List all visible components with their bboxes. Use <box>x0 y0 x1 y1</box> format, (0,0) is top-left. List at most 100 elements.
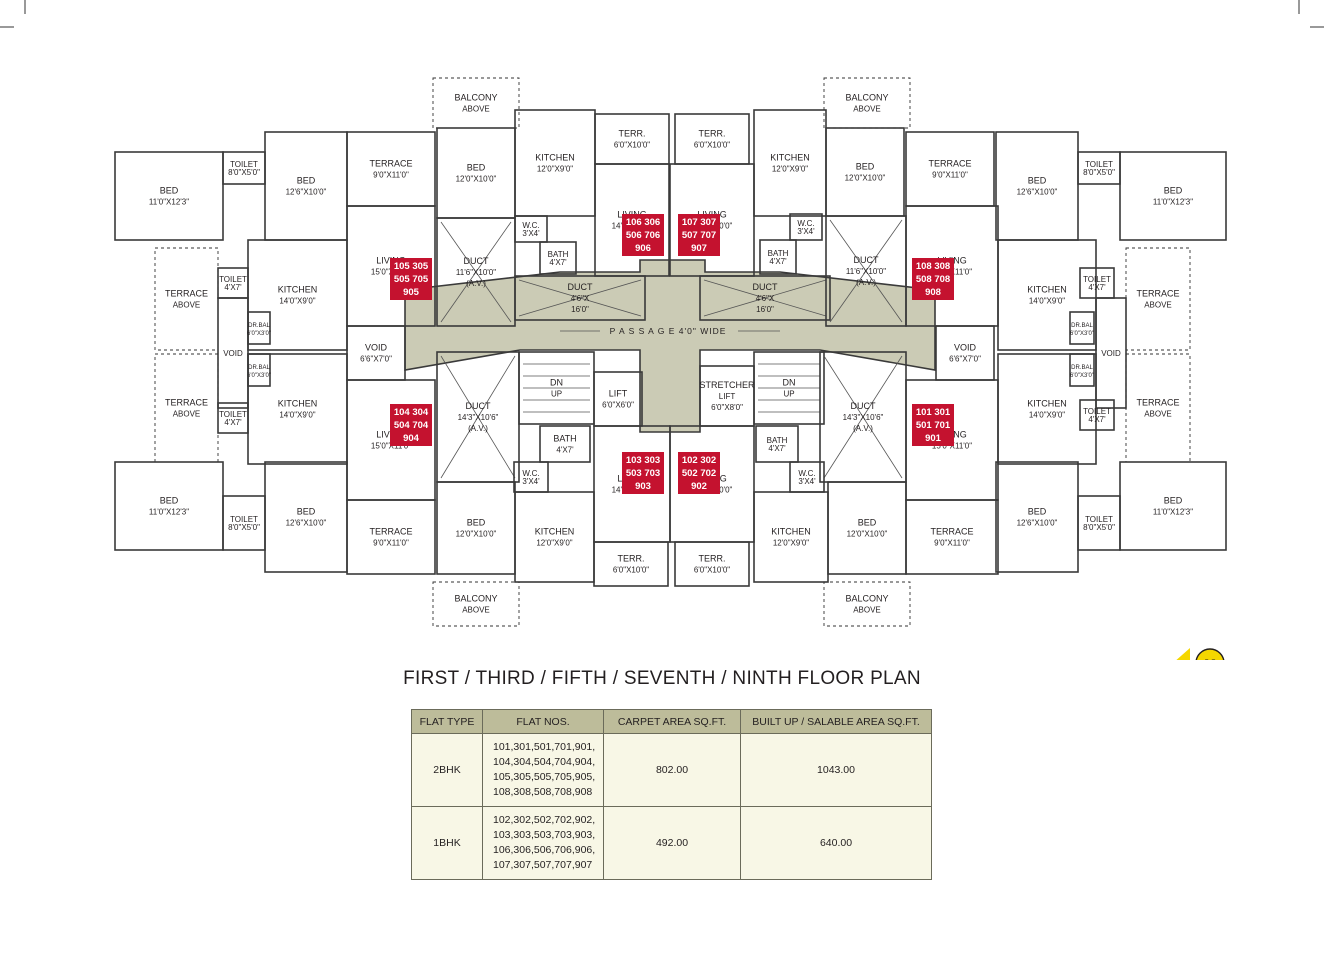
room-dimension: 14'0"X9'0" <box>279 411 315 420</box>
room-name: TERRACE <box>1136 398 1179 408</box>
room-dimension: 6'6"X7'0" <box>360 355 392 364</box>
room-shape <box>823 581 911 627</box>
room-dimension: 12'0"X9'0" <box>773 539 809 548</box>
flat-number-text: 505 705 <box>394 274 429 285</box>
flat-number-text: 507 707 <box>682 230 716 241</box>
room-shape <box>114 461 224 551</box>
flat-nos-line: 103,303,503,703,903, <box>493 829 596 841</box>
flat-badge-box <box>912 258 954 300</box>
room-name: DUCT <box>464 256 489 266</box>
room-dimension: 8'0"X5'0" <box>228 168 260 177</box>
room-dimension: ABOVE <box>173 410 201 419</box>
room-name: TERR. <box>699 554 726 564</box>
room-dimension: ABOVE <box>462 105 490 114</box>
room-dimension: 4'6"X <box>756 294 775 303</box>
room-terr-cr-top: TERR.6'0"X10'0" <box>674 113 750 165</box>
room-name: BED <box>297 507 316 517</box>
flat-type-cell: 1BHK <box>411 806 483 880</box>
room-dimension: 6'0"X10'0" <box>694 141 730 150</box>
room-name: TERRACE <box>928 159 971 169</box>
room-name: BED <box>297 176 316 186</box>
room-dimension: 12'0"X10'0" <box>456 530 497 539</box>
room-name: TOILET <box>1083 275 1111 284</box>
flat-badge-box <box>622 214 664 256</box>
room-dimension: 3'X4' <box>522 477 540 486</box>
room-shape <box>759 239 797 275</box>
passage-label: P A S S A G E 4'0" WIDE <box>610 326 727 336</box>
room-name: STRETCHER <box>699 380 755 390</box>
room-shape <box>823 77 911 129</box>
room-shape <box>247 239 348 351</box>
flat-badge-box <box>678 452 720 494</box>
room-shape <box>905 131 995 207</box>
header-builtup-area: BUILT UP / SALABLE AREA SQ.FT. <box>740 709 932 734</box>
room-dimension: 11'0"X12'3" <box>149 198 189 207</box>
room-name: TERRACE <box>1136 289 1179 299</box>
room-name: KITCHEN <box>535 153 575 163</box>
room-shape <box>1125 247 1191 351</box>
room-shape <box>514 275 646 321</box>
room-dimension: 12'0"X10'0" <box>847 530 888 539</box>
room-name: W.C. <box>522 221 539 230</box>
room-shape <box>217 297 249 409</box>
room-shape <box>753 109 827 217</box>
room-duct-small-r: DUCT 4'6"X 16'0" <box>699 275 831 321</box>
room-name: VOID <box>1101 349 1121 358</box>
room-dimension: 6'0"X8'0" <box>711 403 743 412</box>
floor-plan: BED11'0"X12'3"TOILET8'0"X5'0"BED12'6"X10… <box>0 0 1324 660</box>
room-dimension: 12'6"X10'0" <box>286 188 327 197</box>
room-shape <box>539 425 591 463</box>
room-name: TOILET <box>1085 160 1113 169</box>
room-shape <box>436 217 516 327</box>
room-name: DUCT <box>753 282 778 292</box>
room-dimension: ABOVE <box>462 606 490 615</box>
duct-cross-line <box>829 219 903 323</box>
room-dimension: 6'0"X3'0" <box>1070 373 1094 379</box>
room-name: DR.BAL <box>248 323 270 329</box>
flat-number-text: 907 <box>691 243 707 254</box>
flat-number-text: 108 308 <box>916 261 950 272</box>
room-dimension: 9'0"X11'0" <box>934 539 970 548</box>
room-dimension: 16'0" <box>756 305 774 314</box>
room-name: VOID <box>223 349 243 358</box>
room-name: W.C. <box>797 219 814 228</box>
flat-number-text: 105 305 <box>394 261 429 272</box>
room-name: TOILET <box>1083 407 1111 416</box>
room-shape <box>264 131 348 241</box>
room-name: BED <box>467 163 486 173</box>
room-name: TERRACE <box>369 527 412 537</box>
room-shape <box>755 425 799 463</box>
room-name: BALCONY <box>454 594 497 604</box>
room-dimension: 4'X7' <box>768 444 786 453</box>
room-name: BATH <box>548 250 569 259</box>
room-dimension: (A.V.) <box>468 424 488 433</box>
room-shape <box>935 325 995 381</box>
room-name: DR.BAL <box>248 365 270 371</box>
room-shape <box>1119 461 1227 551</box>
room-shape <box>1069 311 1095 345</box>
room-bed-l-top-inner: BED 12'6"X10'0" <box>264 131 348 241</box>
flat-number-text: 508 708 <box>916 274 950 285</box>
compass-label: N <box>1205 657 1216 660</box>
room-name: BATH <box>767 436 788 445</box>
room-dimension: UP <box>551 390 562 399</box>
flat-badge-box <box>390 404 432 446</box>
room-shape <box>1095 297 1127 409</box>
